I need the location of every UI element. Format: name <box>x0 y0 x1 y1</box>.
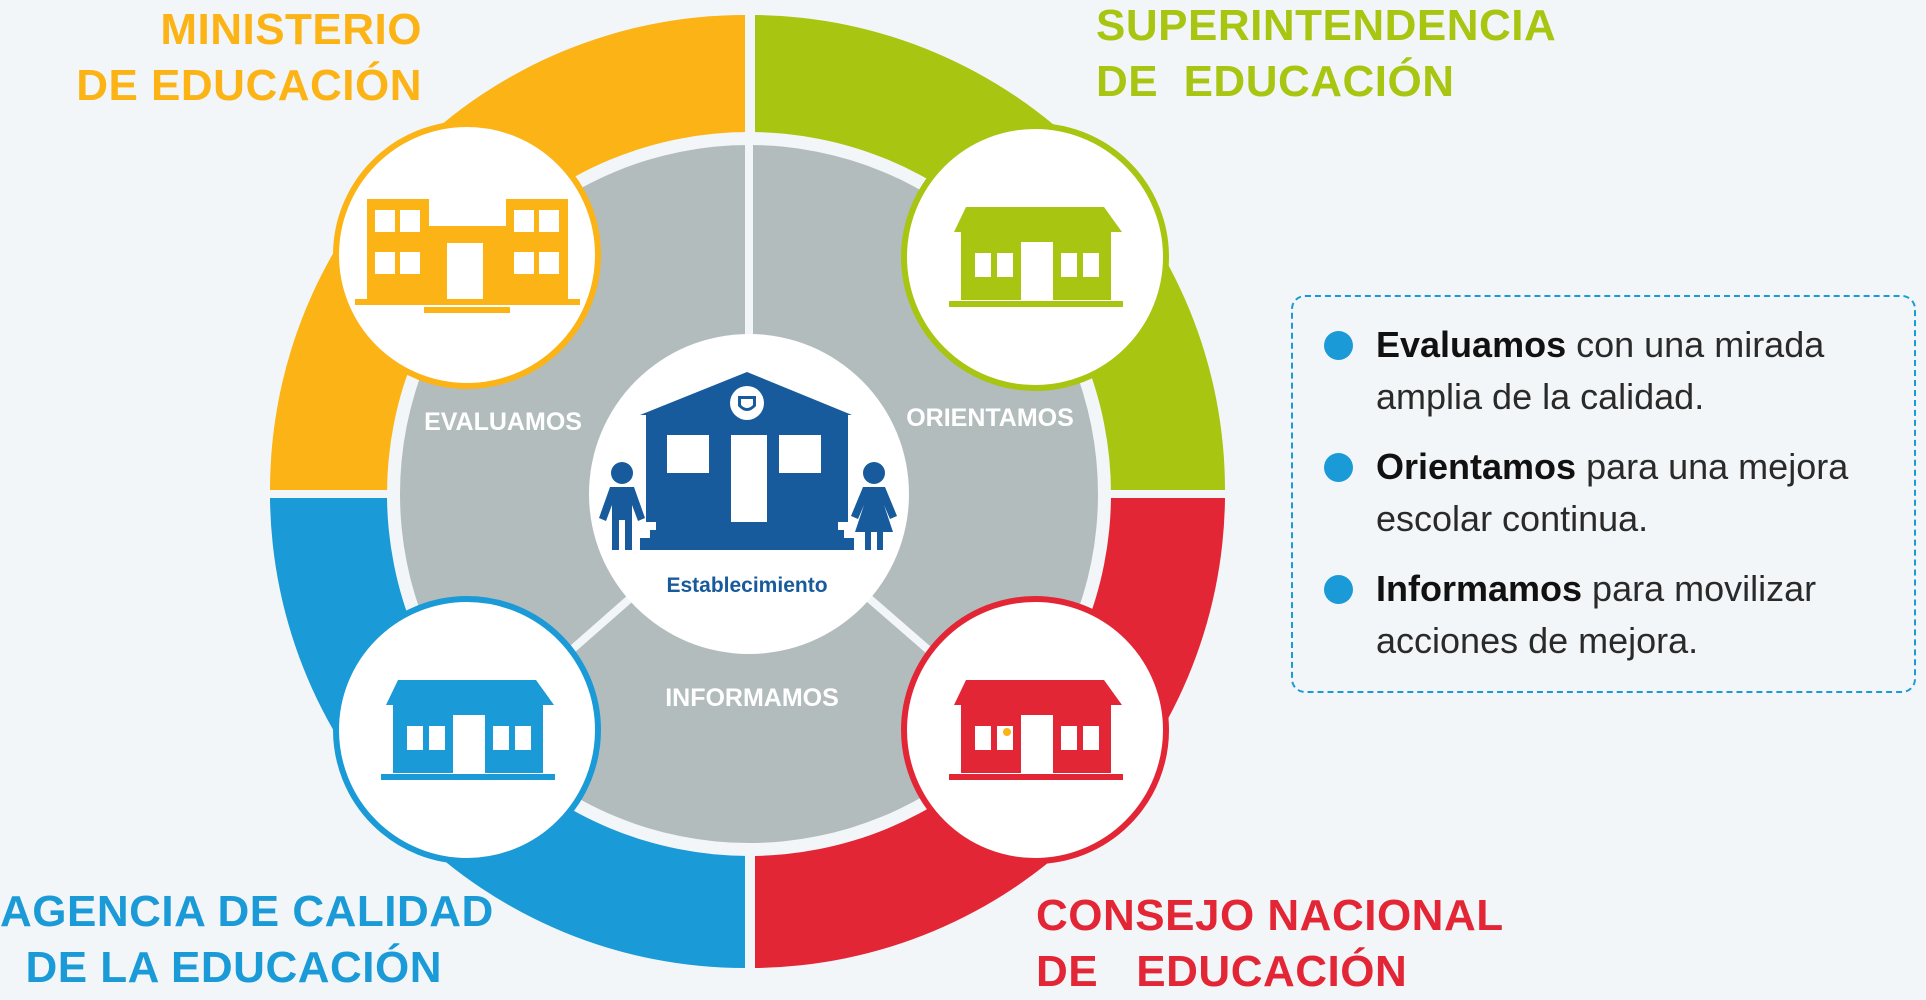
info-item-informamos: Informamos para movilizar acciones de me… <box>1324 563 1896 667</box>
info-item-bold: Evaluamos <box>1376 324 1567 365</box>
school-building-icon <box>355 199 580 313</box>
info-box: Evaluamos con una mirada amplia de la ca… <box>1291 295 1916 693</box>
info-item-text: para una mejora escolar continua. <box>1376 446 1849 539</box>
label-agencia-line1: AGENCIA DE CALIDAD <box>0 887 494 936</box>
bullet-dot-icon <box>1324 575 1353 604</box>
info-item-text: para movilizar acciones de mejora. <box>1376 568 1817 661</box>
label-ministerio-line1: MINISTERIO <box>160 5 422 54</box>
action-label-informamos: INFORMAMOS <box>665 684 839 712</box>
center-establecimiento: Establecimiento <box>589 334 909 654</box>
girl-icon <box>851 462 897 550</box>
school-with-students-icon <box>640 372 854 550</box>
action-label-evaluamos: EVALUAMOS <box>424 408 582 436</box>
coat-of-arms-icon <box>730 386 764 420</box>
label-superintendencia-line1: SUPERINTENDENCIA <box>1096 1 1557 50</box>
label-ministerio-line2: DE EDUCACIÓN <box>76 61 422 110</box>
label-consejo-line2: DE EDUCACIÓN <box>1036 947 1408 996</box>
house-building-icon <box>949 207 1123 307</box>
label-ministerio: MINISTERIO DE EDUCACIÓN <box>0 2 422 114</box>
house-building-icon <box>949 680 1123 780</box>
label-consejo: CONSEJO NACIONAL DE EDUCACIÓN <box>1036 888 1504 1000</box>
bullet-dot-icon <box>1324 331 1353 360</box>
bullet-dot-icon <box>1324 453 1353 482</box>
label-consejo-line1: CONSEJO NACIONAL <box>1036 891 1504 940</box>
consejo-node <box>901 596 1169 864</box>
agencia-node <box>333 596 601 864</box>
label-superintendencia-line2: DE EDUCACIÓN <box>1096 57 1455 106</box>
house-building-icon <box>381 680 555 780</box>
ministerio-node <box>333 121 601 389</box>
superintendencia-node <box>901 123 1169 391</box>
info-item-text: con una mirada amplia de la calidad. <box>1376 324 1825 417</box>
door-knob-icon <box>1003 728 1011 736</box>
info-item-bold: Orientamos <box>1376 446 1577 487</box>
label-agencia: AGENCIA DE CALIDAD DE LA EDUCACIÓN <box>0 884 494 996</box>
center-label: Establecimiento <box>666 574 827 597</box>
boy-icon <box>599 462 645 550</box>
info-item-evaluamos: Evaluamos con una mirada amplia de la ca… <box>1324 319 1896 423</box>
action-label-orientamos: ORIENTAMOS <box>906 404 1074 432</box>
info-item-orientamos: Orientamos para una mejora escolar conti… <box>1324 441 1896 545</box>
info-item-bold: Informamos <box>1376 568 1583 609</box>
label-superintendencia: SUPERINTENDENCIA DE EDUCACIÓN <box>1096 0 1556 110</box>
label-agencia-line2: DE LA EDUCACIÓN <box>25 943 442 992</box>
